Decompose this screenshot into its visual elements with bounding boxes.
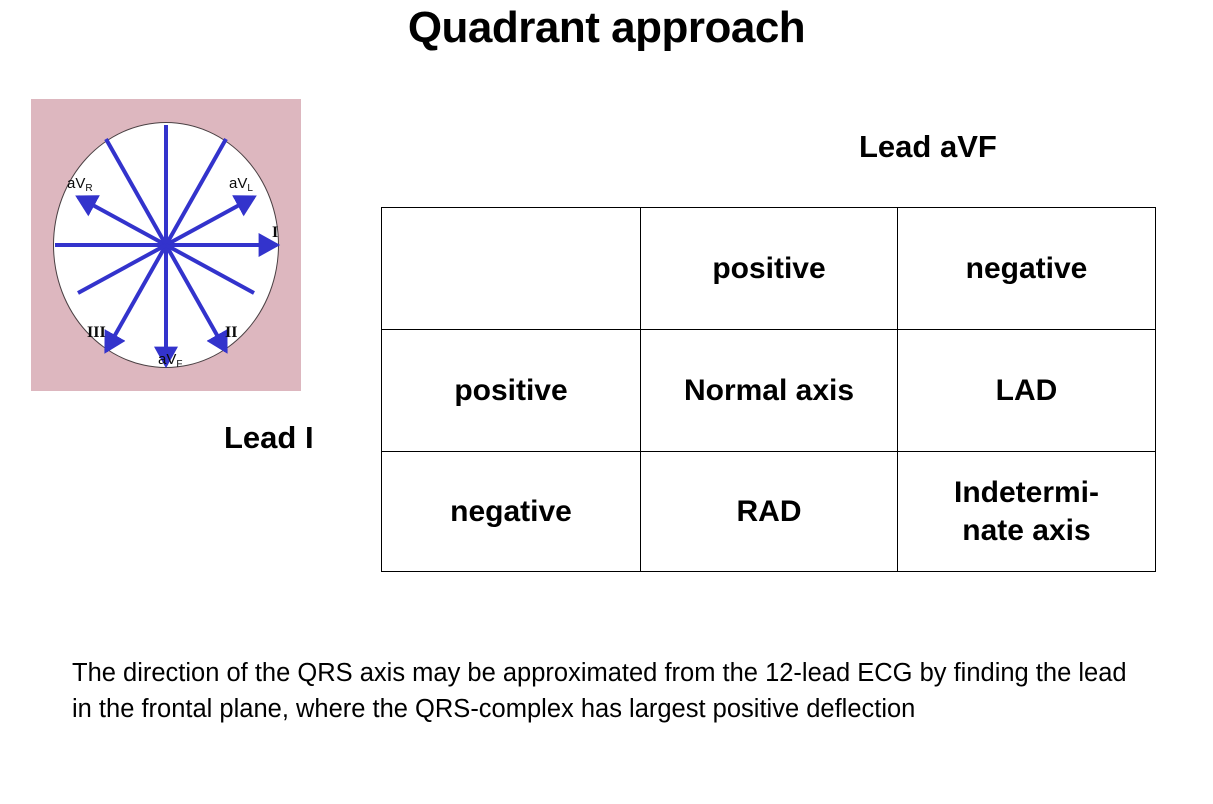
lead-avf-text: aV [158, 351, 177, 368]
lead-avr-text: aV [67, 175, 86, 192]
description-paragraph: The direction of the QRS axis may be app… [72, 659, 1127, 723]
lead-avl-label: aVL [229, 175, 253, 194]
lead-ii-axis-label: II [225, 324, 238, 341]
cell-indeterminate-axis: Indetermi-nate axis [897, 451, 1156, 572]
table-row: positive Normal axis LAD [381, 329, 1156, 452]
cell-normal-axis: Normal axis [640, 329, 898, 452]
row-header-positive: positive [381, 329, 641, 452]
column-header-negative: negative [897, 207, 1156, 330]
cell-lad: LAD [897, 329, 1156, 452]
column-header-positive: positive [640, 207, 898, 330]
quadrant-table: positive negative positive Normal axis L… [381, 207, 1156, 572]
lead-i-axis-label: I [272, 224, 279, 241]
lead-iii-axis-label: III [87, 324, 106, 341]
lead-i-row-heading: Lead I [224, 420, 314, 455]
hexaxial-vectors [55, 125, 281, 369]
table-corner-cell [381, 207, 641, 330]
cell-rad: RAD [640, 451, 898, 572]
lead-avf-subscript: F [176, 359, 183, 370]
lead-avr-subscript: R [85, 183, 93, 194]
lead-avl-subscript: L [247, 183, 253, 194]
page-title: Quadrant approach [407, 3, 806, 52]
table-row: positive negative [381, 207, 1156, 330]
lead-avf-column-heading: Lead aVF [859, 129, 997, 164]
lead-avf-axis-label: aVF [158, 351, 183, 370]
lead-avl-text: aV [229, 175, 248, 192]
table-row: negative RAD Indetermi-nate axis [381, 451, 1156, 572]
hexaxial-reference-diagram: aVR aVL I III II aVF [31, 99, 301, 391]
row-header-negative: negative [381, 451, 641, 572]
lead-avr-label: aVR [67, 175, 93, 194]
